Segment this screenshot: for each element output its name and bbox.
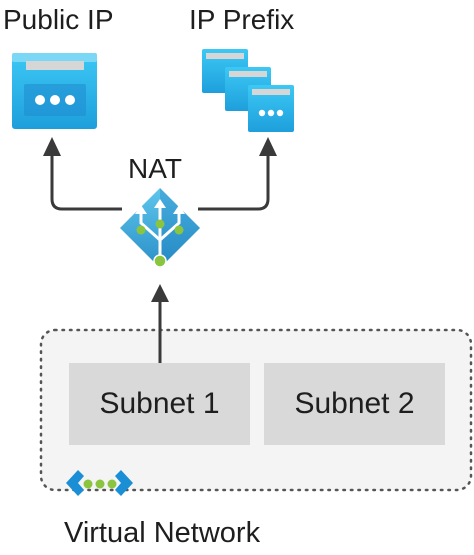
public-ip-icon — [12, 53, 97, 129]
public-ip-label: Public IP — [3, 4, 114, 35]
nat-gateway-icon — [120, 188, 200, 268]
ip-prefix-label: IP Prefix — [189, 4, 295, 35]
nat-label: NAT — [128, 153, 182, 184]
subnet-2-box[interactable]: Subnet 2 — [264, 363, 445, 445]
virtual-network-label: Virtual Network — [64, 517, 261, 549]
ip-prefix-icon — [202, 49, 294, 132]
nat-to-ip-prefix-connector — [198, 137, 277, 211]
virtual-network-icon — [66, 470, 133, 496]
subnet-1-box[interactable]: Subnet 1 — [69, 363, 250, 445]
nat-to-public-ip-connector — [43, 137, 122, 211]
subnet-to-nat-connector — [151, 284, 169, 363]
